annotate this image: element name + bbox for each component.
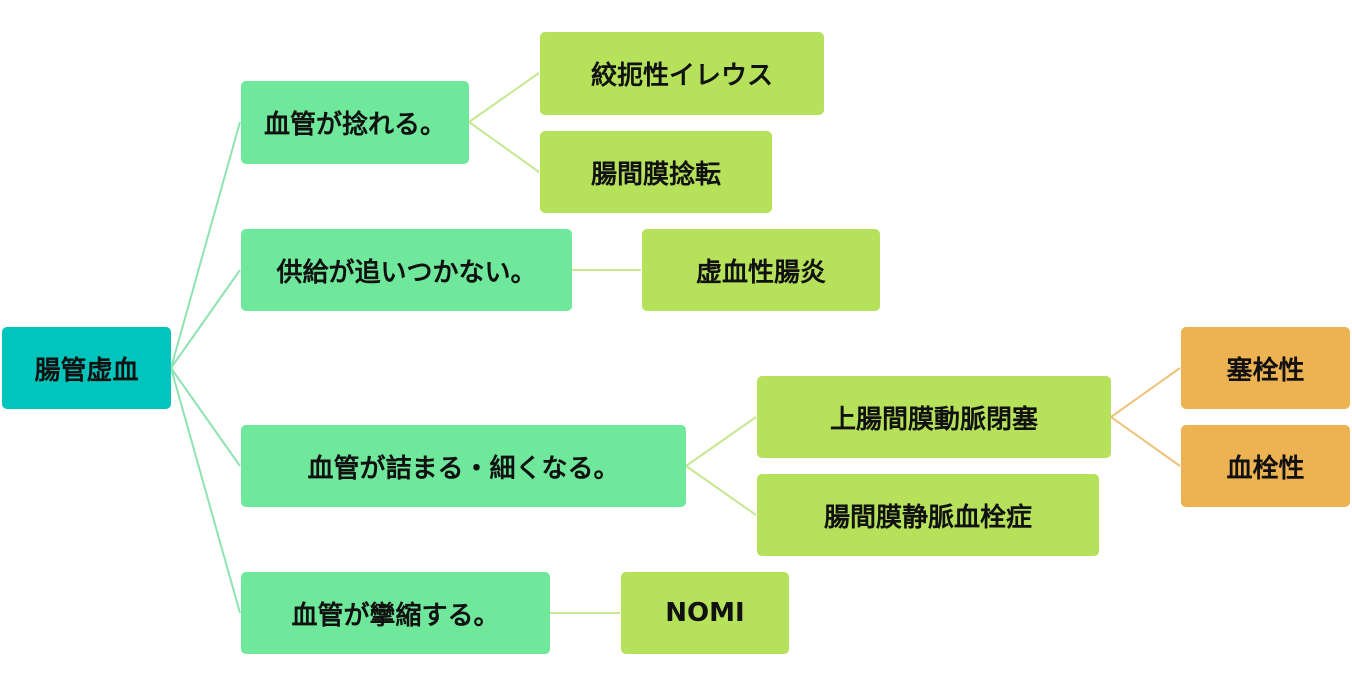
cause-node-label: 血管が詰まる・細くなる。 <box>307 453 620 484</box>
cause-node-label: 供給が追いつかない。 <box>276 257 537 288</box>
disease-node-label: 腸間膜静脈血栓症 <box>823 502 1032 533</box>
connector-root-to-cause-1 <box>170 121 241 369</box>
cause-node: 血管が攣縮する。 <box>241 572 550 654</box>
connector-root-to-cause-2 <box>170 269 241 369</box>
connector-root-to-cause-4 <box>170 367 241 614</box>
subtype-node: 血栓性 <box>1181 425 1350 507</box>
connector-cause-3-to-disease-5 <box>685 465 757 516</box>
disease-node-label: 絞扼性イレウス <box>590 61 773 91</box>
root-node-label: 腸管虚血 <box>34 355 139 386</box>
disease-node: 絞扼性イレウス <box>540 32 824 115</box>
connector-root-to-cause-3 <box>170 367 241 467</box>
root-connectors <box>170 121 241 614</box>
connector-disease-4-to-subtype-2 <box>1110 416 1181 467</box>
disease-node-label: 腸間膜捻転 <box>590 159 721 190</box>
subtype-connectors <box>1110 367 1181 467</box>
disease-node: 虚血性腸炎 <box>642 229 880 311</box>
connector-cause-1-to-disease-2 <box>468 121 540 173</box>
root-node: 腸管虚血 <box>2 327 171 409</box>
subtype-node-label: 塞栓性 <box>1226 355 1305 386</box>
cause-node: 血管が捻れる。 <box>241 81 469 164</box>
subtype-node: 塞栓性 <box>1181 327 1350 409</box>
disease-node: NOMI <box>621 572 789 654</box>
cause-node: 供給が追いつかない。 <box>241 229 572 311</box>
disease-node-label: 虚血性腸炎 <box>695 257 826 288</box>
disease-node-label: 上腸間膜動脈閉塞 <box>829 404 1038 435</box>
connector-cause-1-to-disease-1 <box>468 72 540 123</box>
disease-node-label: NOMI <box>665 598 745 628</box>
cause-node-label: 血管が攣縮する。 <box>291 600 500 631</box>
cause-connectors <box>468 72 757 614</box>
connector-disease-4-to-subtype-1 <box>1110 367 1181 418</box>
cause-node-label: 血管が捻れる。 <box>263 110 446 140</box>
disease-node: 腸間膜捻転 <box>540 131 772 213</box>
connector-cause-3-to-disease-4 <box>685 416 757 467</box>
cause-node: 血管が詰まる・細くなる。 <box>241 425 686 507</box>
disease-node: 腸間膜静脈血栓症 <box>757 474 1099 556</box>
disease-node: 上腸間膜動脈閉塞 <box>757 376 1111 458</box>
subtype-node-label: 血栓性 <box>1226 453 1305 484</box>
